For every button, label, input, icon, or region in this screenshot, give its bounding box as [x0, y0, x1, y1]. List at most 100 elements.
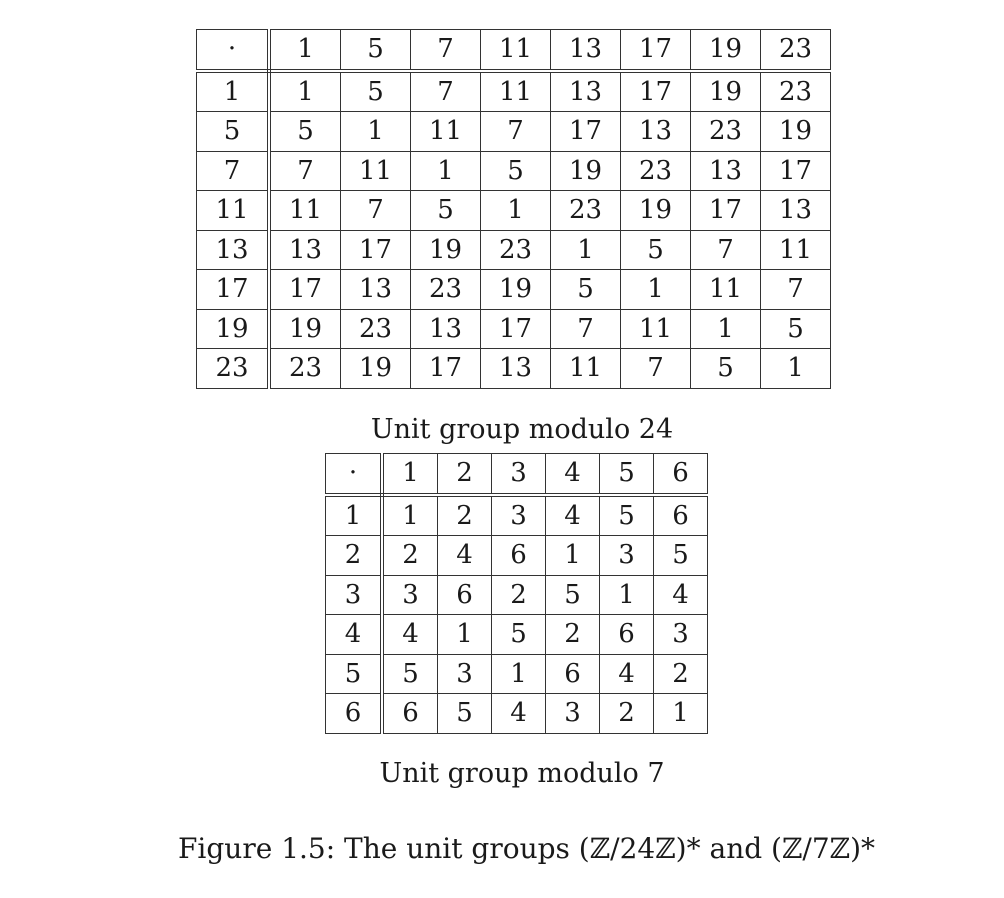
product-cell: 5 [653, 535, 708, 576]
product-cell: 11 [480, 70, 551, 112]
product-cell: 13 [550, 70, 621, 112]
product-cell: 5 [760, 308, 831, 349]
row-header-cell: 17 [196, 269, 271, 310]
product-cell: 17 [480, 308, 551, 349]
product-cell: 1 [340, 111, 411, 152]
product-cell: 5 [491, 614, 546, 655]
product-cell: 7 [550, 308, 621, 349]
product-cell: 23 [760, 70, 831, 112]
product-cell: 19 [480, 269, 551, 310]
product-cell: 13 [410, 308, 481, 349]
product-cell: 7 [340, 190, 411, 231]
product-cell: 4 [599, 653, 654, 694]
product-cell: 23 [620, 150, 691, 191]
product-cell: 1 [437, 614, 492, 655]
product-cell: 7 [410, 70, 481, 112]
product-cell: 2 [545, 614, 600, 655]
product-cell: 7 [620, 348, 691, 389]
column-header-cell: 17 [620, 29, 691, 73]
row-header-cell: 6 [325, 693, 384, 734]
product-cell: 4 [545, 494, 600, 536]
product-cell: 5 [620, 229, 691, 270]
column-header-cell: 1 [268, 29, 341, 73]
row-header-cell: 19 [196, 308, 271, 349]
product-cell: 3 [491, 494, 546, 536]
product-cell: 13 [620, 111, 691, 152]
product-cell: 1 [690, 308, 761, 349]
product-cell: 19 [620, 190, 691, 231]
row-header-cell: 1 [196, 70, 271, 112]
row-header-cell: 4 [325, 614, 384, 655]
product-cell: 17 [760, 150, 831, 191]
product-cell: 1 [545, 535, 600, 576]
product-cell: 5 [410, 190, 481, 231]
column-header-cell: 7 [410, 29, 481, 73]
product-cell: 6 [381, 693, 438, 734]
figure-caption: Figure 1.5: The unit groups (ℤ/24ℤ)* and… [178, 832, 876, 865]
product-cell: 6 [653, 494, 708, 536]
column-header-cell: 13 [550, 29, 621, 73]
product-cell: 23 [340, 308, 411, 349]
product-cell: 23 [410, 269, 481, 310]
product-cell: 4 [653, 574, 708, 615]
product-cell: 13 [480, 348, 551, 389]
product-cell: 19 [690, 70, 761, 112]
row-header-cell: 5 [325, 653, 384, 694]
product-cell: 6 [599, 614, 654, 655]
product-cell: 7 [690, 229, 761, 270]
product-cell: 4 [381, 614, 438, 655]
column-header-cell: 5 [340, 29, 411, 73]
operation-symbol-cell: · [196, 29, 271, 73]
product-cell: 19 [410, 229, 481, 270]
product-cell: 13 [760, 190, 831, 231]
product-cell: 11 [620, 308, 691, 349]
product-cell: 1 [410, 150, 481, 191]
product-cell: 3 [599, 535, 654, 576]
product-cell: 11 [690, 269, 761, 310]
row-header-cell: 11 [196, 190, 271, 231]
product-cell: 5 [550, 269, 621, 310]
product-cell: 7 [480, 111, 551, 152]
product-cell: 5 [381, 653, 438, 694]
product-cell: 3 [437, 653, 492, 694]
product-cell: 2 [491, 574, 546, 615]
product-cell: 6 [545, 653, 600, 694]
column-header-cell: 2 [437, 453, 492, 497]
product-cell: 6 [491, 535, 546, 576]
product-cell: 5 [340, 70, 411, 112]
product-cell: 23 [690, 111, 761, 152]
product-cell: 23 [550, 190, 621, 231]
product-cell: 1 [653, 693, 708, 734]
product-cell: 5 [268, 111, 341, 152]
product-cell: 3 [545, 693, 600, 734]
product-cell: 17 [690, 190, 761, 231]
product-cell: 7 [760, 269, 831, 310]
column-header-cell: 19 [690, 29, 761, 73]
product-cell: 2 [381, 535, 438, 576]
column-header-cell: 6 [653, 453, 708, 497]
product-cell: 17 [340, 229, 411, 270]
product-cell: 11 [760, 229, 831, 270]
table-caption-mod-7: Unit group modulo 7 [379, 758, 665, 789]
product-cell: 23 [480, 229, 551, 270]
operation-symbol-cell: · [325, 453, 384, 497]
product-cell: 19 [760, 111, 831, 152]
product-cell: 1 [599, 574, 654, 615]
row-header-cell: 1 [325, 494, 384, 536]
